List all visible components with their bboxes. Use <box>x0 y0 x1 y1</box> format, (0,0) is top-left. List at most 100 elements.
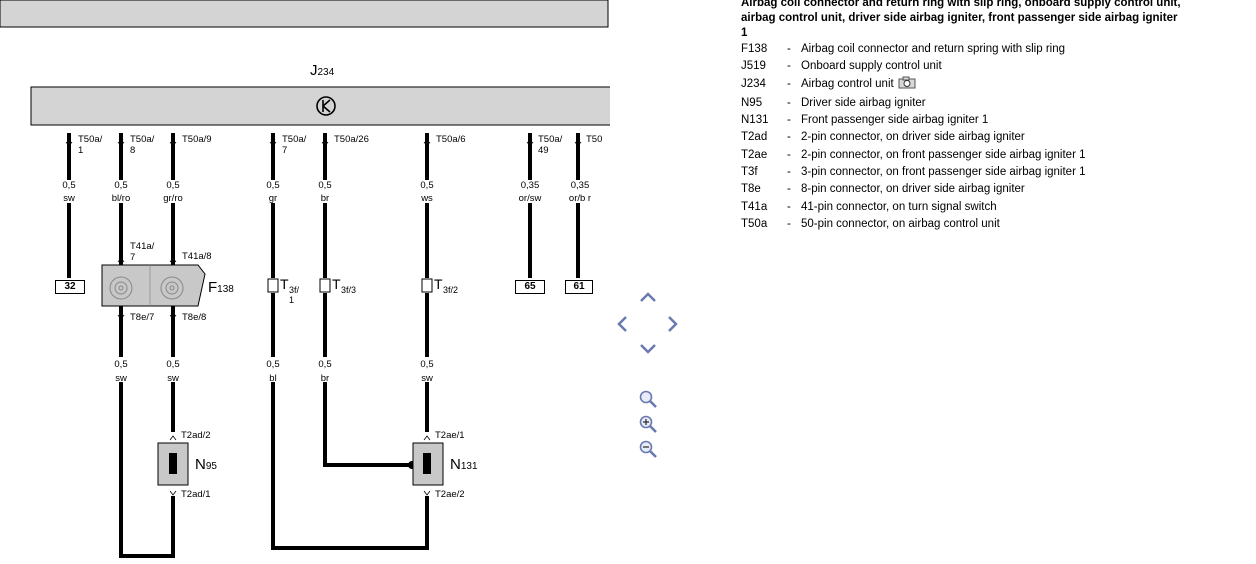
legend-code: T8e <box>741 183 761 196</box>
camera-icon[interactable] <box>898 76 916 95</box>
legend-item: T50a -50-pin connector, on airbag control… <box>741 216 1256 233</box>
legend-item: T41a-41-pin connector, on turn signal sw… <box>741 199 1256 216</box>
legend-item: N95-Driver side airbag igniter <box>741 95 1256 112</box>
f138-label: F138 <box>208 279 234 296</box>
wire-color: or/sw <box>518 193 542 204</box>
ref-box-61[interactable]: 61 <box>565 280 593 294</box>
legend-desc: Driver side airbag igniter <box>801 96 926 109</box>
n95-component <box>157 442 189 486</box>
wire-color: gr <box>268 193 278 204</box>
t3f-connector-1: T <box>280 276 289 292</box>
wire-color: sw <box>115 373 127 384</box>
legend-dash: - <box>787 166 791 179</box>
wire-color: or/b r <box>568 193 592 204</box>
legend-dash: - <box>787 77 791 90</box>
f138-pin-out-left: T8e/7 <box>130 312 155 323</box>
pan-left-icon[interactable] <box>614 313 630 335</box>
n95-label: N95 <box>195 456 217 473</box>
t3f-symbols <box>267 278 433 293</box>
legend-dash: - <box>787 114 791 127</box>
legend-item: T3f -3-pin connector, on front passenger … <box>741 164 1256 181</box>
n131-component <box>412 442 444 486</box>
wire-color: bl/ro <box>111 193 131 204</box>
legend-item: J234 -Airbag control unit <box>741 76 1256 95</box>
transistor-icon <box>316 96 336 116</box>
wire-gauge: 0,5 <box>114 359 128 370</box>
legend-code: T2ae <box>741 148 768 161</box>
legend-dash: - <box>787 148 791 161</box>
wiring-diagram: J234 T50a/ 1 T50a/ 8 T50a/9 T50a/ 7 T50a… <box>0 0 610 564</box>
legend-item: J519 -Onboard supply control unit <box>741 58 1256 75</box>
legend-panel: Airbag coil connector and return ring wi… <box>741 0 1256 233</box>
legend-code: T2ad <box>741 131 768 144</box>
wire-gauge: 0,35 <box>570 180 590 191</box>
legend-desc: 50-pin connector, on airbag control unit <box>801 217 1000 230</box>
legend-dash: - <box>787 183 791 196</box>
wire-gauge: 0,5 <box>318 359 332 370</box>
control-unit-bar <box>30 86 610 126</box>
pan-up-icon[interactable] <box>637 289 659 305</box>
zoom-in-icon[interactable] <box>637 413 659 435</box>
j234-label: J234 <box>310 62 335 79</box>
f138-pin-out-right: T8e/8 <box>182 312 207 323</box>
terminal-label: T50a/ 7 <box>282 134 307 156</box>
legend-code: T50a <box>741 217 768 230</box>
pin-arrows <box>65 141 582 496</box>
top-strip <box>0 0 609 28</box>
terminal-label: T50a/9 <box>182 134 212 145</box>
terminal-label: T50 <box>586 134 603 145</box>
legend-item: N131-Front passenger side airbag igniter… <box>741 112 1256 129</box>
legend-desc: 8-pin connector, on driver side airbag i… <box>801 183 1025 196</box>
wire-color: sw <box>167 373 179 384</box>
n131-pin-bottom: T2ae/2 <box>435 489 465 500</box>
legend-desc: 2-pin connector, on driver side airbag i… <box>801 131 1025 144</box>
legend-desc: Airbag control unit <box>801 77 894 90</box>
wire-color: br <box>320 193 330 204</box>
legend-dash: - <box>787 217 791 230</box>
wire-gauge: 0,5 <box>420 359 434 370</box>
terminal-label: T50a/ 49 <box>538 134 563 156</box>
legend-desc: 3-pin connector, on front passenger side… <box>801 166 1086 179</box>
wire-gauge: 0,5 <box>266 359 280 370</box>
wire-color: sw <box>63 193 75 204</box>
legend-code: J519 <box>741 60 766 73</box>
legend-item: T2ad-2-pin connector, on driver side air… <box>741 129 1256 146</box>
wire-gauge: 0,5 <box>166 359 180 370</box>
legend-dash: - <box>787 60 791 73</box>
f138-pin-in-right: T41a/8 <box>182 251 212 262</box>
wire-color: bl <box>269 373 277 384</box>
pan-down-icon[interactable] <box>637 341 659 357</box>
legend-item: T2ae-2-pin connector, on front passenger… <box>741 147 1256 164</box>
f138-component <box>101 264 206 307</box>
legend-desc: Airbag coil connector and return spring … <box>801 43 1065 55</box>
legend-code: T3f <box>741 166 758 179</box>
wire-gauge: 0,5 <box>318 180 332 191</box>
legend-dash: - <box>787 200 791 213</box>
pan-right-icon[interactable] <box>665 313 681 335</box>
legend-code: F138 <box>741 43 768 55</box>
t3f-connector-3-sub: 3f/2 <box>443 285 459 295</box>
diagram-lines <box>0 0 610 558</box>
zoom-out-icon[interactable] <box>637 438 659 460</box>
t3f-connector-1-sub: 3f/ 1 <box>289 285 300 305</box>
wire-color: ws <box>421 193 433 204</box>
ref-box-65[interactable]: 65 <box>515 280 545 294</box>
legend-desc: Front passenger side airbag igniter 1 <box>801 114 989 127</box>
n95-pin-top: T2ad/2 <box>181 430 211 441</box>
legend-code: J234 <box>741 77 766 90</box>
legend-desc: Onboard supply control unit <box>801 60 942 73</box>
terminal-label: T50a/26 <box>334 134 369 145</box>
zoom-fit-icon[interactable] <box>637 388 659 410</box>
wire-gauge: 0,5 <box>420 180 434 191</box>
legend-title-line: 1 <box>741 27 748 39</box>
ref-box-32[interactable]: 32 <box>55 280 85 294</box>
wire-gauge: 0,5 <box>166 180 180 191</box>
n131-pin-top: T2ae/1 <box>435 430 465 441</box>
terminal-label: T50a/ 1 <box>78 134 103 156</box>
legend-title-line: airbag control unit, driver side airbag … <box>741 12 1178 24</box>
wire-gauge: 0,35 <box>520 180 540 191</box>
navigation-controls <box>612 285 682 465</box>
wire-color: br <box>320 373 330 384</box>
legend-item: F138-Airbag coil connector and return sp… <box>741 41 1256 58</box>
t3f-connector-2: T <box>332 276 341 292</box>
